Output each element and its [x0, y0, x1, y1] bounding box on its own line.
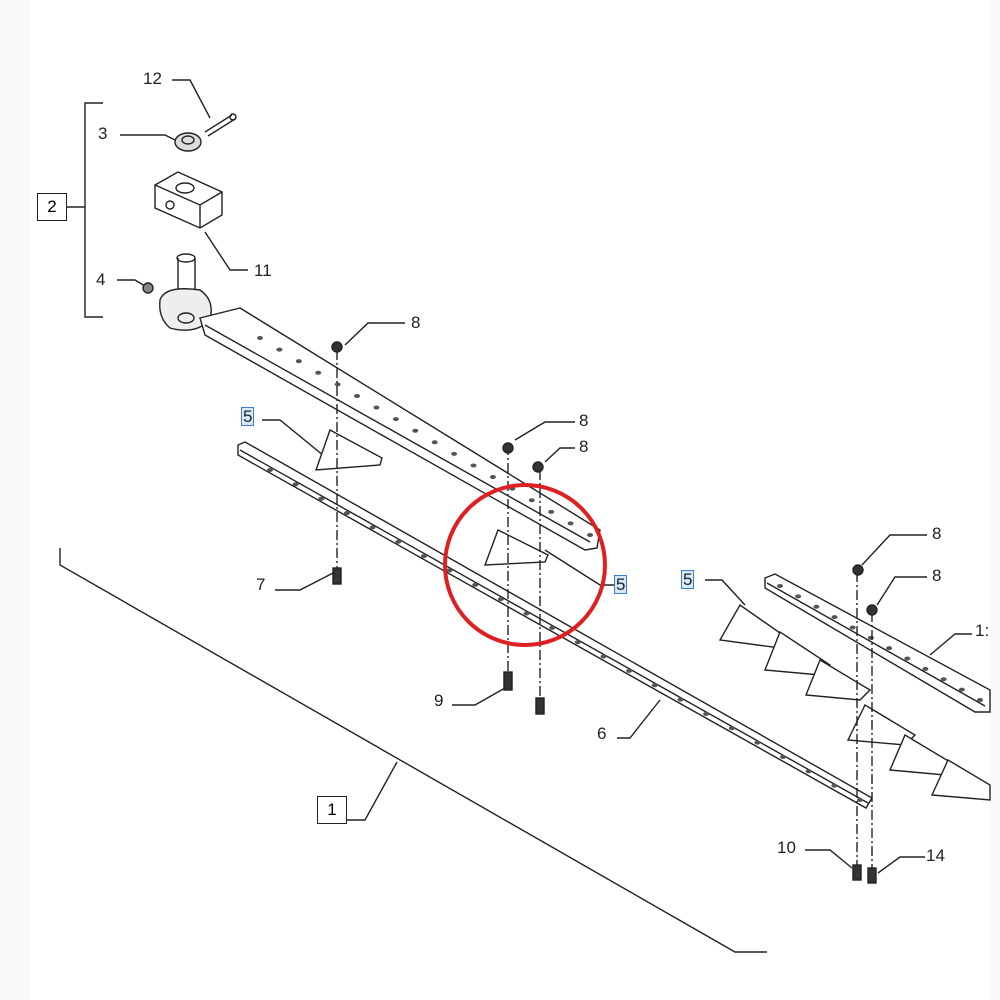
- callout-5-highlighted[interactable]: 5: [681, 570, 695, 589]
- bar-hole: [548, 509, 555, 514]
- callout-partial[interactable]: 1:: [975, 621, 990, 640]
- bar-hole: [922, 666, 929, 671]
- bar-hole: [867, 635, 874, 640]
- bar-hole: [600, 654, 607, 659]
- bar-hole: [703, 711, 710, 716]
- callout-12[interactable]: 12: [143, 69, 162, 88]
- bar-hole: [489, 475, 496, 480]
- bar-hole: [813, 604, 820, 609]
- bar-hole: [276, 347, 283, 352]
- bar-hole: [567, 521, 574, 526]
- block-11: [154, 171, 223, 229]
- bar-hole: [857, 798, 863, 802]
- bar-hole: [369, 525, 376, 530]
- bar-hole: [831, 783, 838, 788]
- callout-9[interactable]: 9: [434, 691, 444, 710]
- bar-hole: [334, 382, 341, 387]
- bar-hole: [412, 428, 419, 433]
- bar-hole: [392, 417, 399, 422]
- bar-hole: [318, 496, 325, 501]
- bar-hole: [849, 625, 856, 630]
- bar-hole: [451, 451, 458, 456]
- bar-hole: [780, 754, 787, 759]
- bar-hole: [549, 625, 556, 630]
- callout-14[interactable]: 14: [926, 846, 945, 865]
- bar-hole: [977, 698, 983, 702]
- bar-hole: [431, 440, 438, 445]
- callout-8[interactable]: 8: [411, 313, 421, 332]
- bar-holes: [257, 336, 983, 802]
- bar-hole: [343, 511, 350, 516]
- bar-hole: [886, 646, 893, 651]
- bar-hole: [904, 656, 911, 661]
- callout-6[interactable]: 6: [597, 724, 607, 743]
- callout-8[interactable]: 8: [932, 524, 942, 543]
- bar-hole: [446, 568, 453, 573]
- bar-hole: [795, 594, 802, 599]
- fasteners: [331, 341, 878, 884]
- leader-lines: [117, 79, 972, 874]
- center-lines: [336, 350, 873, 872]
- bar-hole: [497, 597, 504, 602]
- bar-hole: [677, 697, 684, 702]
- callout-4[interactable]: 4: [96, 270, 106, 289]
- bar-hole: [292, 482, 299, 487]
- bar-hole: [373, 405, 380, 410]
- callout-5-highlighted[interactable]: 5: [241, 407, 255, 426]
- callout-10[interactable]: 10: [777, 838, 796, 857]
- bolt-12: [204, 113, 237, 137]
- knife-sections: [314, 428, 991, 801]
- bar-hole: [940, 677, 947, 682]
- header-frame-line: [59, 548, 767, 953]
- bar-hole: [626, 668, 633, 673]
- highlight-circle: [443, 483, 607, 647]
- knife-back-6: [237, 441, 873, 809]
- bar-hole: [395, 539, 402, 544]
- callout-7[interactable]: 7: [256, 575, 266, 594]
- bar-hole: [958, 687, 965, 692]
- right-knife-bar: [764, 573, 991, 713]
- callout-8[interactable]: 8: [579, 437, 589, 456]
- callout-3[interactable]: 3: [98, 124, 108, 143]
- bar-hole: [831, 615, 838, 620]
- bar-hole: [523, 611, 530, 616]
- bar-hole: [651, 683, 658, 688]
- bar-hole: [295, 359, 302, 364]
- bar-hole: [354, 393, 361, 398]
- bar-hole: [267, 468, 273, 472]
- bar-hole: [528, 498, 535, 503]
- callout-2-box[interactable]: 2: [37, 193, 67, 221]
- bar-hole: [728, 726, 735, 731]
- bar-hole: [472, 582, 479, 587]
- bar-hole: [587, 533, 593, 537]
- callout-1-box[interactable]: 1: [317, 796, 347, 824]
- bar-hole: [754, 740, 761, 745]
- bar-hole: [470, 463, 477, 468]
- bar-hole: [777, 584, 783, 588]
- callout-11[interactable]: 11: [254, 261, 272, 280]
- ball-joint: [142, 253, 212, 331]
- nut-3: [174, 132, 202, 152]
- bar-hole: [805, 769, 812, 774]
- bar-hole: [574, 640, 581, 645]
- callout-8[interactable]: 8: [932, 566, 942, 585]
- callout-8[interactable]: 8: [579, 411, 589, 430]
- assembly-2-bracket: [67, 102, 103, 318]
- bar-hole: [420, 554, 427, 559]
- bar-hole: [315, 370, 322, 375]
- bar-hole: [257, 336, 263, 340]
- callout-5-highlighted[interactable]: 5: [614, 575, 628, 594]
